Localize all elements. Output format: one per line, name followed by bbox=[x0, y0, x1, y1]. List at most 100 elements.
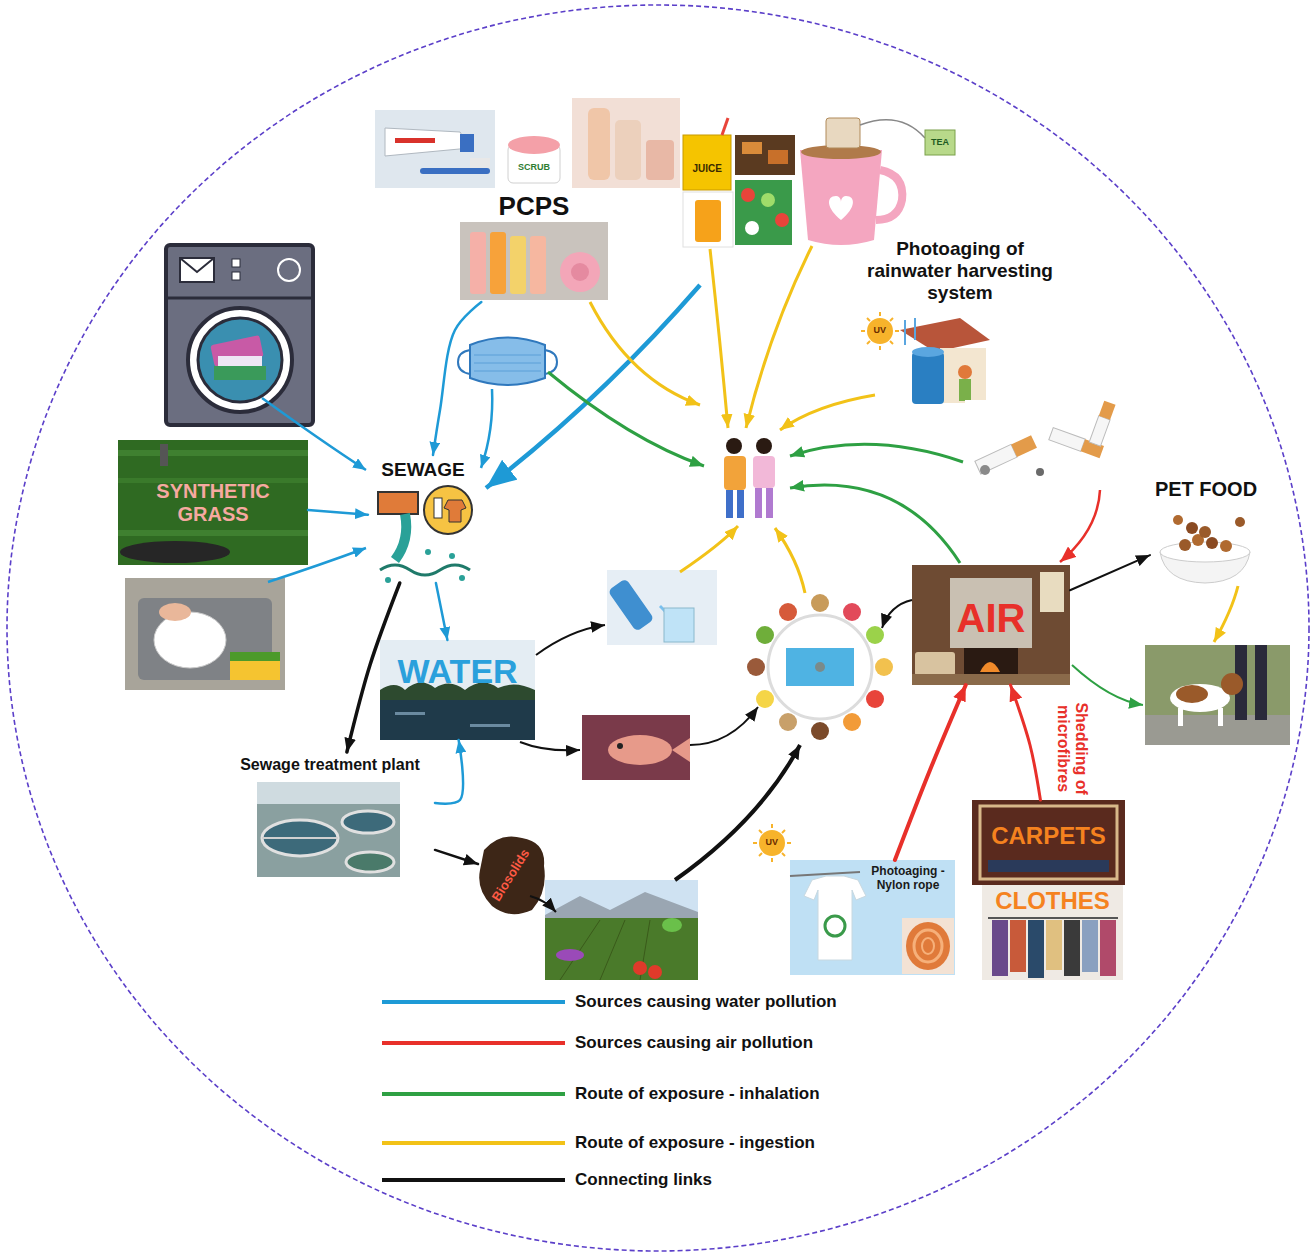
legend-swatch bbox=[382, 1178, 565, 1182]
node-label: Sewage treatment plant bbox=[240, 756, 420, 774]
cigarette-butts-photo bbox=[1089, 416, 1110, 446]
dog-walk-photo bbox=[1221, 673, 1243, 695]
toothpaste-photo bbox=[460, 134, 474, 152]
rainwater-group: Photoaging of rainwater harvesting syste… bbox=[855, 236, 1065, 418]
tag-label: TEA bbox=[931, 138, 949, 148]
toothpaste-photo bbox=[375, 110, 495, 188]
sewage-treatment-plant-photo bbox=[257, 782, 400, 804]
cosmetics-photo bbox=[646, 140, 674, 180]
face-mask bbox=[470, 338, 545, 386]
washing-machine bbox=[210, 335, 263, 367]
rainwater-harvesting-illustration bbox=[904, 320, 906, 345]
cigarette-butts-photo bbox=[975, 444, 1017, 474]
pcps-photo bbox=[470, 232, 486, 294]
dishwashing-photo bbox=[154, 612, 226, 668]
plastic-bottles-photo bbox=[775, 213, 789, 227]
plastic-bottles-photo bbox=[761, 193, 775, 207]
bottled-water-photo bbox=[608, 578, 655, 632]
face-mask bbox=[474, 363, 541, 364]
sewage-treatment-plant-photo bbox=[257, 782, 400, 877]
rainwater-harvesting-illustration bbox=[940, 348, 986, 403]
rainwater-harvesting-illustration bbox=[900, 318, 990, 352]
uv-sun bbox=[787, 842, 791, 844]
food-plate-illustration bbox=[843, 603, 861, 621]
food-plate-illustration bbox=[786, 648, 854, 686]
connector-layer bbox=[308, 302, 1150, 864]
clothesline-photo bbox=[906, 922, 950, 970]
air-room-photo bbox=[980, 662, 1000, 672]
exposure-arrows bbox=[675, 745, 800, 880]
pet-food-bowl bbox=[1235, 517, 1245, 527]
washing-machine bbox=[188, 308, 292, 412]
rainwater-harvesting-illustration bbox=[912, 352, 944, 404]
flow-arrow bbox=[435, 740, 463, 804]
fish-photo bbox=[617, 743, 623, 749]
exposure-arrows bbox=[710, 249, 728, 428]
exposure-arrows bbox=[548, 372, 704, 466]
people-figure bbox=[726, 490, 733, 518]
pet-food-bowl bbox=[1206, 537, 1218, 549]
jar-label: SCRUB bbox=[518, 163, 550, 173]
legend-text: Route of exposure - ingestion bbox=[575, 1134, 815, 1153]
dog-walk-photo bbox=[1145, 645, 1290, 745]
uv-sun bbox=[895, 330, 899, 332]
dog-walk-photo bbox=[1176, 685, 1208, 703]
food-plate-illustration bbox=[875, 658, 893, 676]
pet-food-bowl bbox=[1179, 539, 1191, 551]
node-label: PCPS bbox=[499, 192, 570, 222]
water-box: WATER bbox=[380, 640, 535, 740]
rainwater-harvesting-illustration bbox=[958, 365, 972, 379]
sewage-treatment-plant-photo bbox=[262, 820, 338, 856]
pet-food-bowl bbox=[1160, 515, 1250, 583]
carpets-photo bbox=[972, 800, 1125, 885]
face-mask bbox=[545, 350, 557, 374]
clothes-box: CLOTHES bbox=[982, 885, 1123, 980]
pcps-photo bbox=[460, 222, 608, 300]
plastic-bottles-photo bbox=[735, 180, 792, 245]
synthetic-grass-photo bbox=[118, 450, 308, 456]
clothesline-photo bbox=[804, 876, 866, 960]
farm-field-photo bbox=[530, 880, 698, 980]
flow-arrow bbox=[1070, 555, 1150, 590]
fish-photo bbox=[582, 715, 690, 780]
sewage-icon bbox=[395, 514, 406, 560]
flow-arrow bbox=[895, 685, 966, 860]
uv-sun bbox=[861, 330, 865, 332]
flow-arrow bbox=[308, 510, 368, 515]
exposure-arrows bbox=[746, 246, 812, 428]
clothes-rack-photo bbox=[992, 920, 1008, 976]
uv-sun bbox=[867, 318, 893, 344]
rainwater-harvesting-illustration bbox=[914, 318, 916, 340]
sewage-icon bbox=[385, 577, 391, 583]
flow-arrow bbox=[436, 583, 448, 640]
cosmetics-photo bbox=[588, 108, 610, 180]
air-room-photo bbox=[915, 652, 955, 676]
food-plate-illustration bbox=[866, 626, 884, 644]
exposure-arrows bbox=[520, 742, 580, 750]
cosmetics-photo bbox=[572, 98, 680, 188]
face-mask bbox=[474, 355, 541, 356]
treatment-plant-group: Sewage treatment plant bbox=[225, 752, 435, 879]
sewage-icon bbox=[378, 492, 418, 514]
node-label: PET FOOD bbox=[1155, 478, 1257, 501]
food-plate-illustration bbox=[756, 626, 774, 644]
air-room-photo bbox=[950, 578, 1032, 648]
sewage-icon bbox=[424, 486, 472, 534]
food-plate-illustration bbox=[811, 594, 829, 612]
sewage-icon bbox=[434, 498, 442, 518]
uv-sun bbox=[759, 830, 785, 856]
dishwashing-photo bbox=[230, 652, 280, 661]
uv-sun bbox=[782, 853, 785, 856]
juice-box bbox=[722, 118, 728, 135]
uv-sun bbox=[782, 830, 785, 833]
food-plate-illustration bbox=[768, 615, 872, 719]
face-mask bbox=[474, 371, 541, 372]
air-box: AIR bbox=[912, 565, 1070, 685]
synthetic-grass-box: SYNTHETIC GRASS bbox=[118, 440, 308, 565]
pet-food-bowl bbox=[1199, 526, 1211, 538]
food-plate-illustration bbox=[866, 690, 884, 708]
legend-text: Sources causing water pollution bbox=[575, 993, 837, 1012]
clothesline-photo bbox=[914, 930, 942, 962]
uv-sun bbox=[867, 341, 870, 344]
